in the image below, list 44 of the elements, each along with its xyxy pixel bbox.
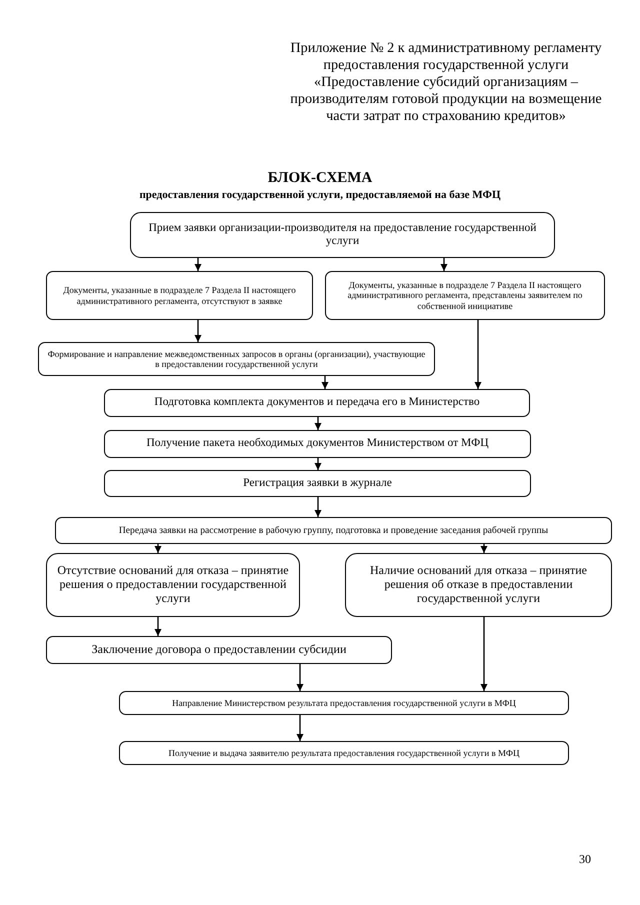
process-box [104,430,531,458]
process-box [38,342,435,376]
arrow [480,544,488,553]
box-text: Регистрация заявки в журнале [243,476,392,490]
arrow [474,320,482,389]
arrow [194,320,202,342]
subtitle: предоставления государственной услуги, предоставляемой на базе МФЦ [138,189,502,201]
appendix-heading: Приложение № 2 к административному регламенту предоставления государственной услуги «Предоставление субсидий организациям – производителям готовой продукции на возмещение части затрат по страхованию кредитов» [290,40,602,126]
process-box [119,741,569,765]
box-text: Формирование и направление межведомственных запросов в органы (организации), участвующие в предоставлении государственной услуги [46,348,426,370]
box-text: Наличие оснований для отказа – принятие решения об отказе в предоставлении государственной услуги [369,564,588,606]
process-box [46,636,392,664]
process-box [46,271,313,320]
process-box [130,212,555,258]
process-box [46,553,300,617]
process-box [325,271,605,320]
process-box [104,389,530,417]
box-text: Прием заявки организации-производителя на предоставление государственной услуги [148,222,538,248]
arrow [296,664,304,691]
box-text: Направление Министерством результата предоставления государственной услуги в МФЦ [172,698,516,708]
box-text: Документы, указанные в подразделе 7 Раздела II настоящего административного регламента, отсутствуют в заявке [62,285,297,306]
process-box [55,517,612,544]
arrow [314,417,322,430]
arrow [154,544,162,553]
arrow [154,617,162,636]
process-box [104,470,531,497]
arrow [314,458,322,470]
page-number: 30 [578,852,592,867]
arrow [480,617,488,691]
arrow [440,258,448,271]
arrow [314,497,322,517]
box-text: Получение пакета необходимых документов Министерством от МФЦ [146,437,489,451]
box-text: Отсутствие оснований для отказа – принятие решения о предоставлении государственной услуги [56,564,290,606]
box-text: Документы, указанные в подразделе 7 Раздела II настоящего административного регламента, представлены заявителем по собственной инициативе [346,280,584,312]
arrow [322,376,328,389]
arrow [296,715,304,741]
box-text: Подготовка комплекта документов и передача его в Министерство [154,396,480,410]
box-text: Заключение договора о предоставлении субсидии [92,643,346,657]
arrow [194,258,202,271]
box-text: Получение и выдача заявителю результата предоставления государственной услуги в МФЦ [168,748,520,758]
process-box [119,691,569,715]
title: БЛОК-СХЕМА [266,170,374,187]
process-box [345,553,612,617]
box-text: Передача заявки на рассмотрение в рабочую группу, подготовка и проведение заседания рабочей группы [118,524,548,536]
